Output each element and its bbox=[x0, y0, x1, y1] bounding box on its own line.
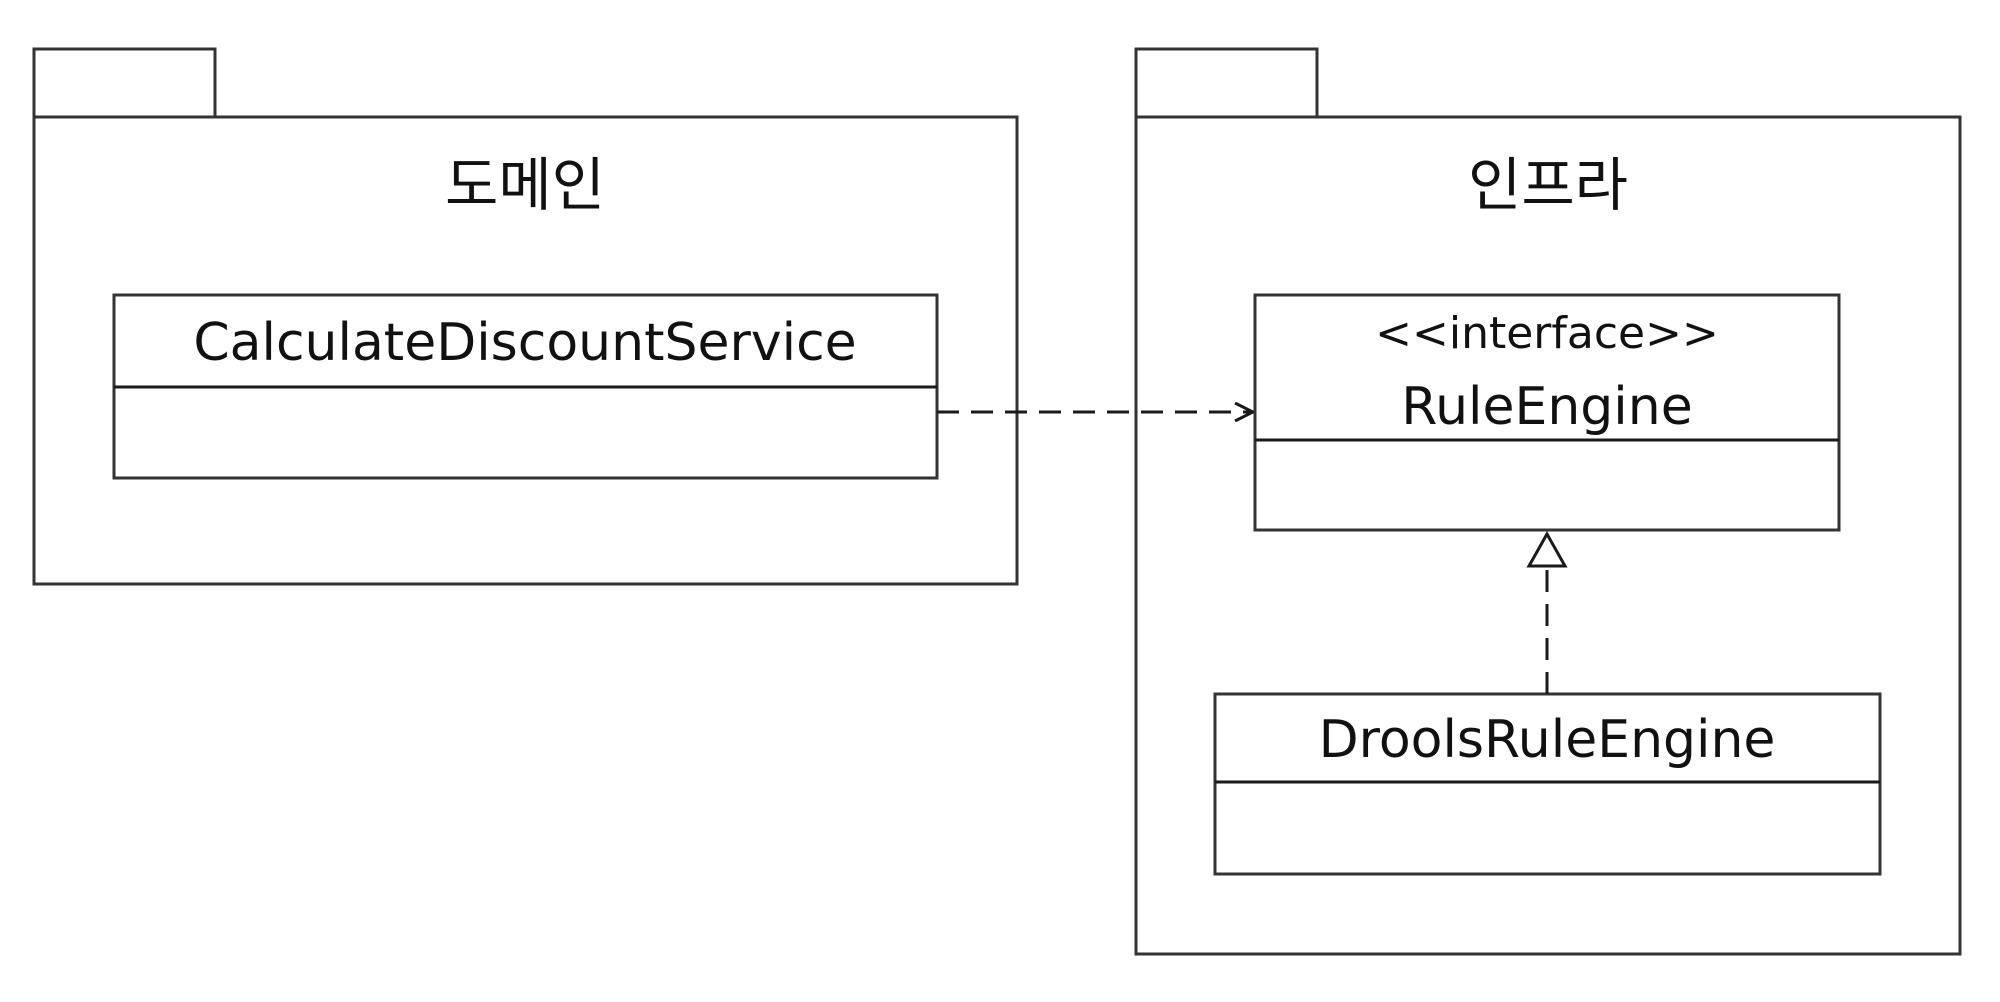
package-infra-tab bbox=[1134, 47, 1319, 119]
class-rule-engine-stereotype: <<interface>> bbox=[1375, 308, 1719, 359]
class-drools-box bbox=[1213, 692, 1882, 876]
class-drools-name: DroolsRuleEngine bbox=[1318, 710, 1776, 770]
package-domain-tab bbox=[32, 47, 217, 119]
package-domain-name: 도메인 bbox=[444, 151, 606, 219]
realization-triangle-icon bbox=[1526, 530, 1568, 568]
class-calculate-discount-service bbox=[112, 293, 939, 480]
package-infra-name: 인프라 bbox=[1467, 151, 1629, 219]
class-rule-engine-box bbox=[1253, 293, 1841, 532]
class-rule-engine-name: RuleEngine bbox=[1401, 377, 1693, 437]
class-drools-rule-engine bbox=[1213, 692, 1882, 876]
class-rule-engine bbox=[1253, 293, 1841, 532]
class-calculate-name: CalculateDiscountService bbox=[193, 313, 857, 373]
